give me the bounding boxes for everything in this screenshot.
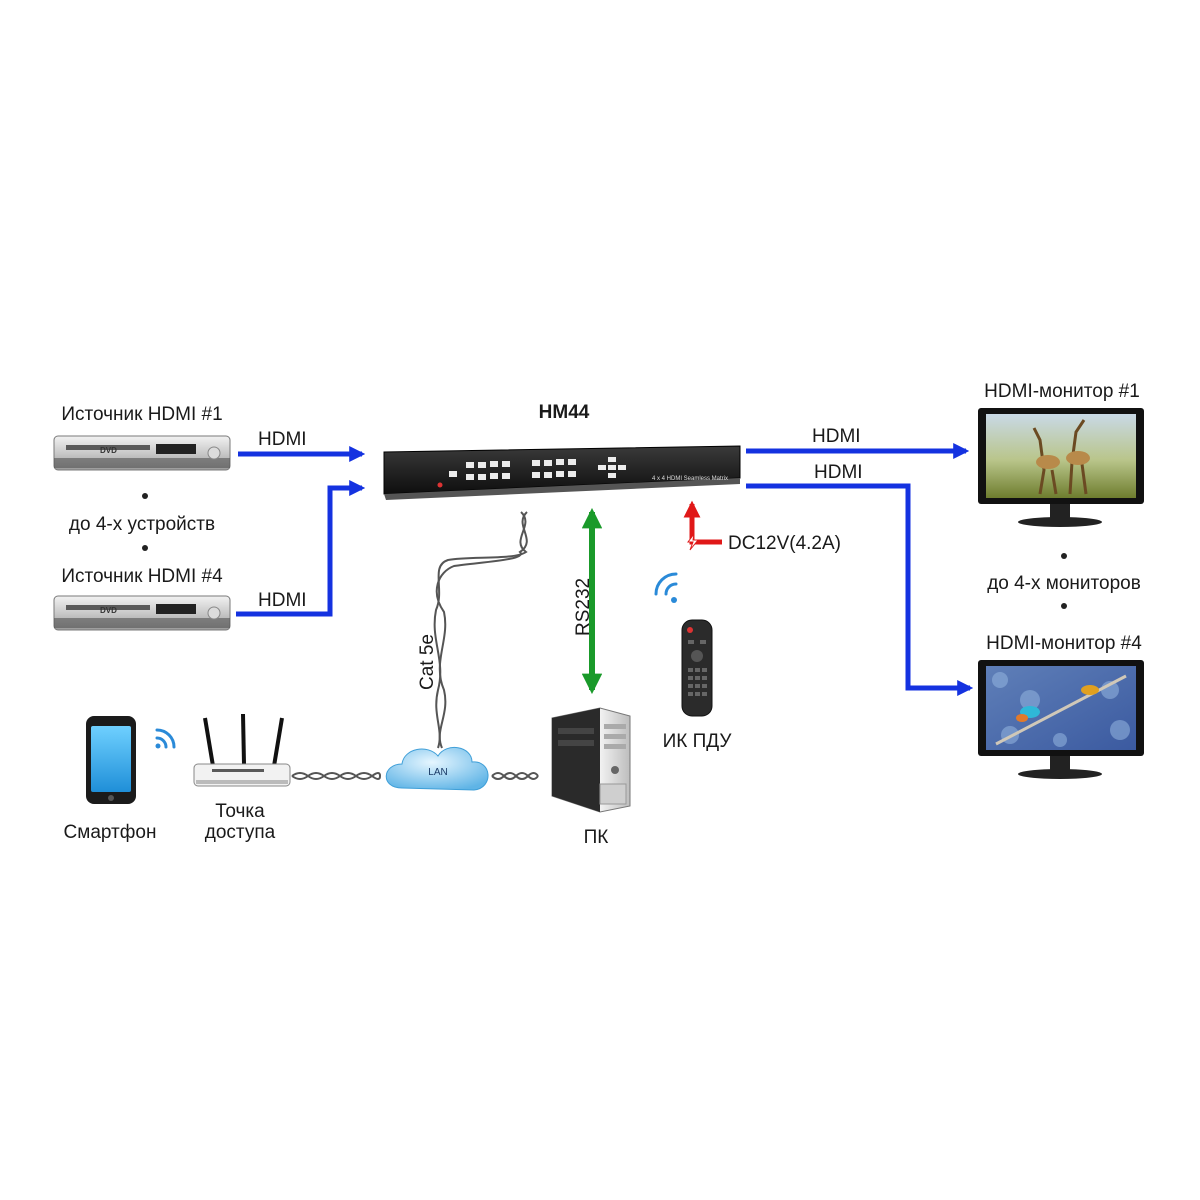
hdmi-out-1-label: HDMI (812, 426, 861, 447)
smartphone-device (86, 716, 136, 804)
dvd-badge-4: DVD (100, 606, 117, 615)
smartphone-label: Смартфон (63, 822, 157, 843)
hm44-matrix-device (383, 445, 741, 500)
pc-label: ПК (583, 827, 609, 848)
cat5e-label: Cat 5e (417, 634, 438, 690)
hdmi-in-4-arrow (236, 479, 366, 617)
power-bolt-icon (687, 533, 700, 551)
dvd-badge-1: DVD (100, 446, 117, 455)
hdmi-in-4-label: HDMI (258, 590, 307, 611)
pc-tower-device (551, 707, 631, 813)
monitor-1 (978, 408, 1144, 527)
lan-cloud (385, 747, 489, 791)
power-arrow (683, 500, 722, 551)
hdmi-out-4-label: HDMI (814, 462, 863, 483)
cat5e-cable (433, 511, 528, 749)
source-4-label: Источник HDMI #4 (61, 566, 223, 587)
dvd-player-4 (53, 595, 231, 631)
matrix-model-title: HM44 (538, 402, 590, 423)
source-dot-2 (142, 545, 148, 551)
rs232-label: RS232 (573, 577, 594, 636)
ir-remote-device (681, 619, 713, 717)
lan-cloud-label: LAN (428, 767, 448, 778)
dvd-player-1 (53, 435, 231, 471)
source-dot-1 (142, 493, 148, 499)
monitors-note: до 4-х мониторов (987, 573, 1141, 594)
monitor-1-label: HDMI-монитор #1 (984, 381, 1140, 402)
hdmi-in-1-label: HDMI (258, 429, 307, 450)
power-label: DC12V(4.2A) (728, 533, 841, 554)
access-point-label-line1: Точка (215, 801, 265, 822)
matrix-front-caption: 4 x 4 HDMI Seamless Matrix (652, 476, 729, 482)
access-point-label-line2: доступа (204, 822, 276, 843)
ir-signal-icon (654, 572, 678, 603)
lan-cables (291, 772, 539, 780)
monitor-4-label: HDMI-монитор #4 (986, 633, 1142, 654)
access-point-device (193, 713, 291, 787)
ir-remote-label: ИК ПДУ (662, 731, 732, 752)
hdmi-out-4-arrow (746, 483, 974, 697)
monitor-dot-1 (1061, 553, 1067, 559)
sources-note: до 4-х устройств (68, 514, 216, 535)
monitor-4 (978, 660, 1144, 779)
monitor-dot-2 (1061, 603, 1067, 609)
wifi-icon (155, 728, 176, 749)
hdmi-links (236, 442, 974, 697)
source-1-label: Источник HDMI #1 (61, 404, 223, 425)
